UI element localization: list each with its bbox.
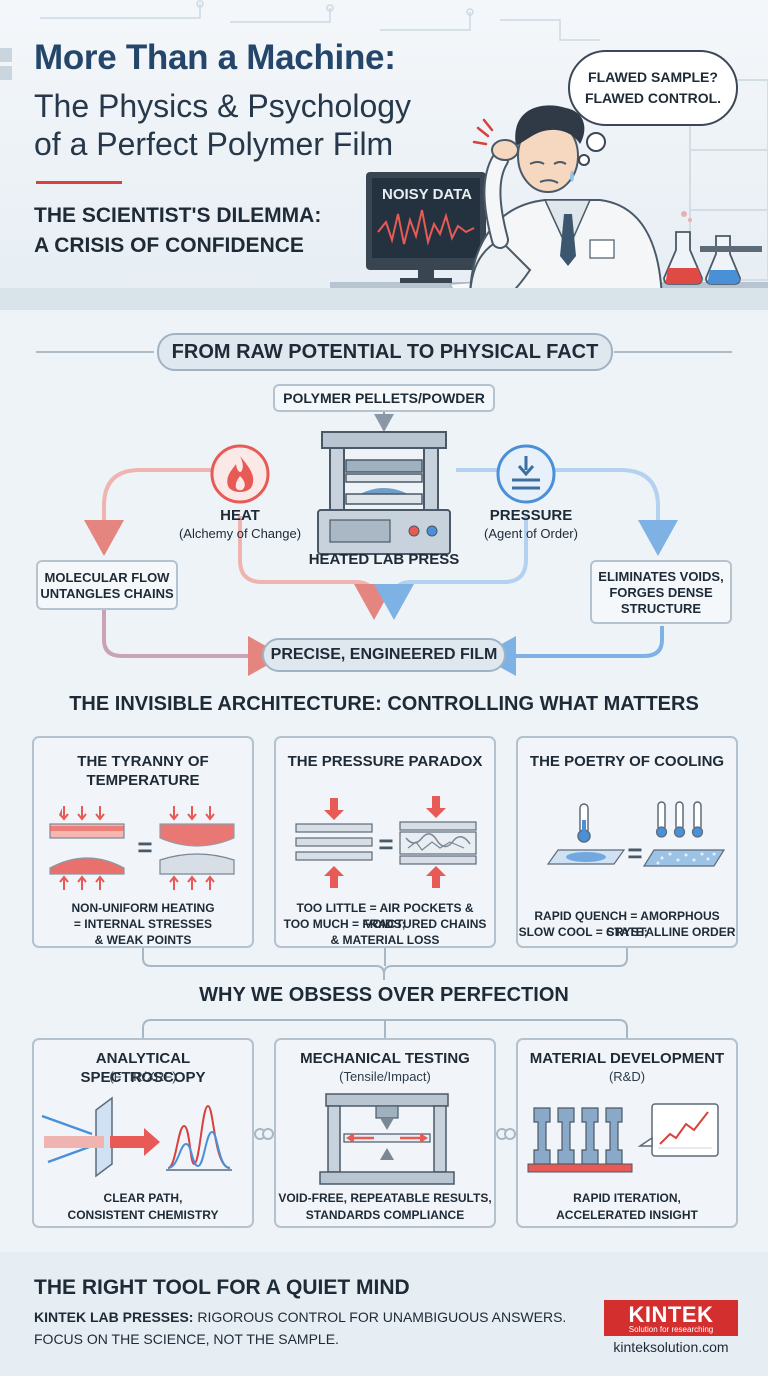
header-band <box>0 288 768 310</box>
material-development-card: MATERIAL DEVELOPMENT (R&D) RAPID ITERATI… <box>516 1038 738 1228</box>
pressure-paradox-icon: = <box>295 796 477 888</box>
card-title: THE POETRY OF COOLING <box>529 753 725 770</box>
press-label: HEATED LAB PRESS <box>308 551 460 568</box>
effect-text: MOLECULAR FLOW <box>44 570 170 585</box>
spectroscopy-icon <box>41 1096 232 1178</box>
architecture-connector <box>142 948 628 980</box>
heat-label: HEAT <box>220 507 260 524</box>
card-body: NON-UNIFORM HEATING <box>71 901 215 915</box>
page-title: More Than a Machine: <box>34 38 396 77</box>
svg-text:=: = <box>627 838 642 868</box>
cooling-card: THE POETRY OF COOLING = RAPID QUENCH = A… <box>516 736 738 948</box>
flame-icon <box>210 444 270 504</box>
thought-bubble: FLAWED SAMPLE? FLAWED CONTROL. <box>568 50 738 126</box>
footer-tagline-text: RIGOROUS CONTROL FOR UNAMBIGUOUS ANSWERS… <box>193 1309 567 1325</box>
material-samples-icon <box>527 1103 719 1173</box>
stress-icon <box>472 118 494 146</box>
output-film-box: PRECISE, ENGINEERED FILM <box>262 638 506 672</box>
footer-tagline: KINTEK LAB PRESSES: RIGOROUS CONTROL FOR… <box>34 1309 566 1325</box>
card-body: CLEAR PATH, <box>103 1191 183 1205</box>
dilemma-heading: A CRISIS OF CONFIDENCE <box>34 234 304 257</box>
thought-text: FLAWED CONTROL. <box>584 90 722 106</box>
card-title: THE TYRANNY OF <box>77 753 209 770</box>
card-body: VOID-FREE, REPEATABLE RESULTS, <box>278 1191 492 1205</box>
card-subtitle: (FTIR/XRF) <box>109 1069 177 1084</box>
molecular-flow-box: MOLECULAR FLOW UNTANGLES CHAINS <box>36 560 178 610</box>
lab-press-icon <box>317 431 451 555</box>
applications-connector <box>142 1019 628 1040</box>
spectroscopy-card: ANALYTICAL SPECTROSCOPY (FTIR/XRF) CLEAR… <box>32 1038 254 1228</box>
effect-text: STRUCTURE <box>620 601 702 616</box>
card-body: = INTERNAL STRESSES <box>73 917 213 931</box>
cooling-icon: = <box>546 801 726 868</box>
card-body: CONSISTENT CHEMISTRY <box>67 1208 219 1222</box>
tensile-tester-icon <box>319 1093 455 1185</box>
card-title: TEMPERATURE <box>86 772 200 789</box>
card-title: ANALYTICAL SPECTROSCOPY <box>80 1050 206 1086</box>
effect-text: FORGES DENSE <box>609 585 713 600</box>
card-body: & MATERIAL LOSS <box>330 933 440 947</box>
process-heading: FROM RAW POTENTIAL TO PHYSICAL FACT <box>157 333 613 371</box>
card-body: ACCELERATED INSIGHT <box>556 1208 698 1222</box>
process-flow-diagram <box>36 351 732 676</box>
trend-chart-icon <box>637 1103 719 1157</box>
card-body: TOO MUCH = FRACTURED CHAINS <box>283 917 487 931</box>
pressure-sublabel: (Agent of Order) <box>484 526 578 541</box>
mechanical-testing-card: MECHANICAL TESTING (Tensile/Impact) VOID… <box>274 1038 496 1228</box>
thought-text: FLAWED SAMPLE? <box>588 69 718 85</box>
card-body: SLOW COOL = CRYSTALLINE ORDER <box>518 925 736 939</box>
applications-heading: WHY WE OBSESS OVER PERFECTION <box>199 984 569 1006</box>
title-divider <box>36 181 122 184</box>
uneven-heating-icon: = <box>49 806 235 890</box>
thermometer-icon <box>577 803 591 843</box>
spectrum-graph-icon <box>166 1104 232 1171</box>
card-body: & WEAK POINTS <box>94 933 192 947</box>
monitor-label: NOISY DATA <box>382 186 473 203</box>
architecture-heading: THE INVISIBLE ARCHITECTURE: CONTROLLING … <box>69 693 699 715</box>
card-title: MECHANICAL TESTING <box>300 1050 470 1067</box>
card-body: TOO LITTLE = AIR POCKETS & VOIDS; <box>296 901 474 931</box>
header-illustration <box>0 0 768 309</box>
logo-name: KINTEK <box>628 1302 714 1327</box>
pressure-label: PRESSURE <box>489 507 573 524</box>
thermometer-icon <box>655 801 704 838</box>
card-body: RAPID ITERATION, <box>573 1191 681 1205</box>
logo-tagline: Solution for researching <box>628 1325 714 1334</box>
temperature-card: THE TYRANNY OF TEMPERATURE = NON-UNIFORM… <box>32 736 254 948</box>
svg-text:=: = <box>378 829 393 859</box>
input-material-box: POLYMER PELLETS/POWDER <box>273 384 495 412</box>
card-body: STANDARDS COMPLIANCE <box>305 1208 465 1222</box>
eliminates-voids-box: ELIMINATES VOIDS, FORGES DENSE STRUCTURE <box>590 560 732 624</box>
heat-sublabel: (Alchemy of Change) <box>178 526 302 541</box>
footer-tagline-2: FOCUS ON THE SCIENCE, NOT THE SAMPLE. <box>34 1331 339 1347</box>
flask-icon <box>663 211 703 285</box>
effect-text: UNTANGLES CHAINS <box>40 586 174 601</box>
card-links <box>254 1128 516 1140</box>
dilemma-heading: THE SCIENTIST'S DILEMMA: <box>34 204 322 227</box>
effect-text: ELIMINATES VOIDS, <box>598 569 724 584</box>
website-link[interactable]: kinteksolution.com <box>613 1339 729 1355</box>
page-subtitle-line: The Physics & Psychology <box>34 88 412 124</box>
svg-text:=: = <box>137 832 152 862</box>
card-body: RAPID QUENCH = AMORPHOUS STATE; <box>534 909 720 939</box>
footer-brand-label: KINTEK LAB PRESSES: <box>34 1309 194 1325</box>
card-title: THE PRESSURE PARADOX <box>287 753 483 770</box>
card-subtitle: (Tensile/Impact) <box>339 1069 431 1084</box>
pressure-icon <box>496 444 556 504</box>
page-subtitle-line: of a Perfect Polymer Film <box>34 126 394 162</box>
card-subtitle: (R&D) <box>608 1069 646 1084</box>
footer-heading: THE RIGHT TOOL FOR A QUIET MIND <box>34 1276 410 1299</box>
card-title: MATERIAL DEVELOPMENT <box>529 1050 725 1067</box>
flask-icon <box>705 235 741 285</box>
pressure-card: THE PRESSURE PARADOX = TOO LITTLE = AIR … <box>274 736 496 948</box>
kintek-logo: KINTEK Solution for researching <box>604 1300 738 1336</box>
